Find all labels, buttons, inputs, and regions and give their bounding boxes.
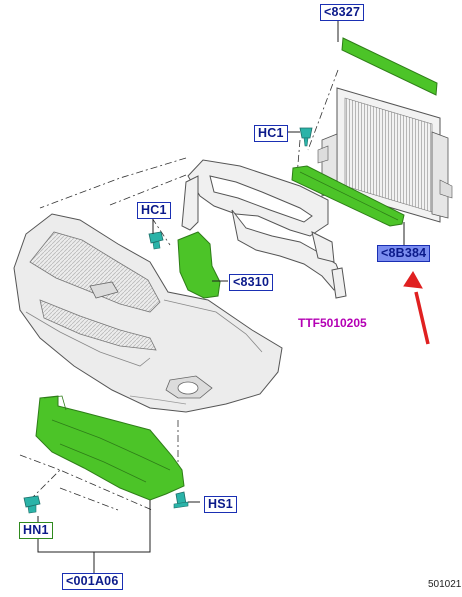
callout-hc1-left[interactable]: HC1 xyxy=(137,202,171,219)
radiator-support-frame xyxy=(181,159,347,299)
clip-hn1-icon xyxy=(23,495,41,514)
callout-8310[interactable]: <8310 xyxy=(229,274,274,291)
side-air-deflector-bracket xyxy=(177,231,221,299)
callout-001a06[interactable]: <001A06 xyxy=(62,573,123,590)
ttf-reference-code[interactable]: TTF5010205 xyxy=(298,316,367,330)
callout-hc1-upper[interactable]: HC1 xyxy=(254,125,288,142)
callout-hn1[interactable]: HN1 xyxy=(19,522,53,539)
callout-leaders xyxy=(37,19,405,576)
lower-cross-bar xyxy=(291,165,405,227)
callout-hs1[interactable]: HS1 xyxy=(204,496,237,513)
clip-hs1-icon xyxy=(173,491,189,509)
red-indicator-arrow xyxy=(403,271,430,345)
radiator xyxy=(317,87,453,223)
upper-air-deflector-strip xyxy=(341,37,438,96)
callout-8b384[interactable]: <8B384 xyxy=(377,245,431,262)
front-bumper-cover xyxy=(13,213,283,413)
callout-8327[interactable]: <8327 xyxy=(320,4,365,21)
clip-hc1-upper-icon xyxy=(299,127,313,147)
clip-hc1-left-icon xyxy=(148,231,164,250)
lower-splash-shield xyxy=(35,395,185,501)
diagram-number: 501021 xyxy=(428,579,462,590)
